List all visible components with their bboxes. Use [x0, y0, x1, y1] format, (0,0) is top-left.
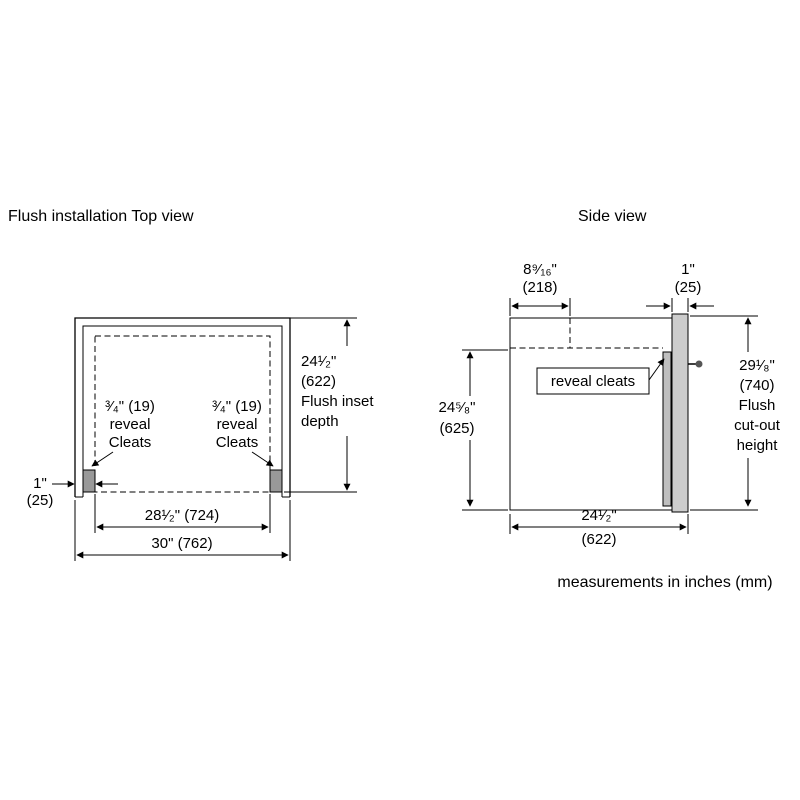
left-cleat-arrow: [91, 451, 114, 467]
top-view: Flush installation Top view 24¹⁄₂" (622)…: [8, 208, 374, 561]
interior-height-mm: (625): [439, 420, 474, 437]
reveal-cleats-label: reveal cleats: [551, 373, 635, 390]
top-inset-mm: (218): [522, 279, 557, 296]
inset-depth-value: 24¹⁄₂": [301, 353, 336, 370]
side-view-title: Side view: [578, 208, 647, 225]
left-cleat-caption1: reveal: [110, 416, 151, 433]
cabinet-inner-wall: [82, 325, 283, 497]
reveal-cleats-arrow: [648, 358, 665, 381]
reveal-cleats-callout: reveal cleats: [536, 358, 665, 395]
dim-cutout-height: 29¹⁄₈" (740) Flush cut-out height: [690, 315, 781, 511]
right-cleat-arrow: [251, 451, 274, 467]
inset-depth-caption1: Flush inset: [301, 393, 374, 410]
cabinet-outer-wall: [74, 317, 291, 497]
dim-wall-thickness: 1" (25): [27, 475, 118, 509]
left-cleat-callout: ³⁄₄" (19) reveal Cleats: [91, 398, 155, 467]
dim-outer-width: 30" (762): [74, 500, 291, 561]
dim-extension-lines: [284, 317, 357, 493]
dim-flush-inset-depth: 24¹⁄₂" (622) Flush inset depth: [284, 317, 374, 493]
inner-width-value: 28¹⁄₂" (724): [145, 507, 220, 524]
reveal-cleats-box: [536, 367, 650, 395]
right-cleat: [269, 469, 283, 493]
dim-extension-lines: [509, 298, 571, 316]
cutout-height-caption2: cut-out: [734, 417, 781, 434]
top-view-title: Flush installation Top view: [8, 208, 194, 225]
right-cleat-value: ³⁄₄" (19): [212, 398, 262, 415]
dim-door-thickness: 1" (25): [646, 261, 714, 312]
right-cleat-caption1: reveal: [217, 416, 258, 433]
reveal-cleat-strip: [662, 351, 672, 507]
dim-extension-lines: [690, 315, 758, 511]
oven-outline-dashed: [94, 335, 271, 493]
door-knob-icon: [695, 360, 703, 368]
outer-width-value: 30" (762): [151, 535, 212, 552]
inset-dashed-lines: [510, 318, 663, 349]
depth-mm: (622): [581, 531, 616, 548]
oven-door-panel: [671, 313, 689, 513]
dim-extension-lines: [74, 500, 291, 561]
door-dim-mm: (25): [675, 279, 702, 296]
dim-interior-height: 24⁵⁄₈" (625): [439, 349, 508, 511]
dim-cabinet-depth: 24¹⁄₂" (622): [509, 507, 689, 548]
inset-depth-caption2: depth: [301, 413, 339, 430]
cabinet-section-outline: [509, 317, 688, 511]
depth-value: 24¹⁄₂": [581, 507, 616, 524]
inset-depth-mm: (622): [301, 373, 336, 390]
dim-extension-lines: [462, 349, 508, 511]
right-cleat-caption2: Cleats: [216, 434, 259, 451]
left-cleat-caption2: Cleats: [109, 434, 152, 451]
door-dim-value: 1": [681, 261, 695, 278]
wall-dim-mm: (25): [27, 492, 54, 509]
dim-top-inset: 8⁹⁄₁₆" (218): [509, 261, 571, 316]
right-cleat-callout: ³⁄₄" (19) reveal Cleats: [212, 398, 274, 467]
dim-inner-width: 28¹⁄₂" (724): [94, 494, 271, 533]
cutout-height-mm: (740): [739, 377, 774, 394]
side-view: Side view 8⁹⁄₁₆" (218) 1" (25): [439, 208, 781, 548]
top-inset-value: 8⁹⁄₁₆": [523, 261, 557, 278]
wall-dim-value: 1": [33, 475, 47, 492]
dim-extension-lines: [671, 298, 689, 312]
units-note: measurements in inches (mm): [557, 574, 772, 591]
left-cleat: [82, 469, 96, 493]
left-cleat-value: ³⁄₄" (19): [105, 398, 155, 415]
dim-extension-lines: [509, 514, 689, 534]
cutout-height-value: 29¹⁄₈": [739, 357, 775, 374]
dim-extension-lines: [94, 494, 271, 533]
cutout-height-caption1: Flush: [739, 397, 776, 414]
cutout-height-caption3: height: [737, 437, 779, 454]
interior-height-value: 24⁵⁄₈": [439, 399, 476, 416]
